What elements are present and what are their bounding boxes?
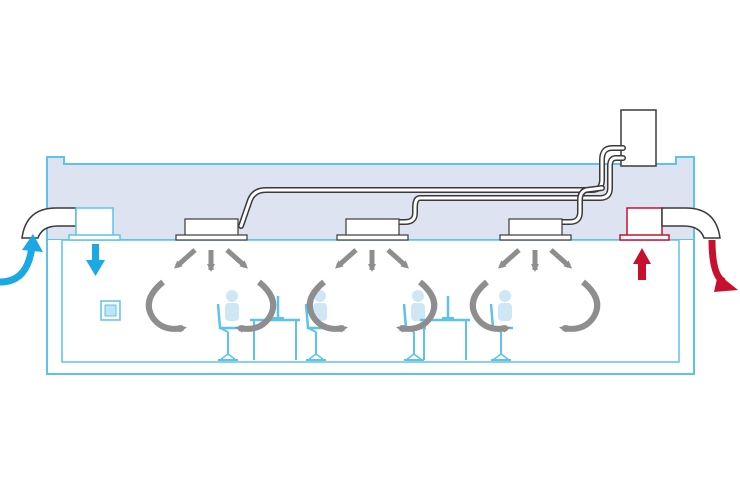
seated-person-icon: [498, 290, 512, 321]
circulation-arrow-icon: [235, 279, 277, 333]
exhaust-air-arrow-icon: [708, 239, 738, 292]
room-outline: [46, 240, 695, 375]
circulation-arrow-icon: [498, 248, 521, 269]
seated-person-icon: [225, 290, 239, 321]
exhaust-grille-icon: [619, 207, 670, 241]
circulation-arrow-icon: [145, 279, 187, 333]
circulation-arrow-icon: [396, 279, 438, 333]
seated-person-icon: [411, 290, 425, 321]
exhaust-duct: [661, 207, 721, 239]
circulation-arrow-icon: [469, 279, 511, 333]
office-chair-icon: [216, 303, 240, 361]
circulation-arrows: [145, 248, 601, 333]
ceiling-cassette-icon: [175, 218, 248, 241]
ceiling-cassette-icon: [499, 218, 572, 241]
fresh-air-arrow-icon: [86, 244, 105, 276]
circulation-arrow-icon: [306, 279, 348, 333]
ceiling-cassette-icon: [336, 218, 409, 241]
circulation-arrow-icon: [386, 248, 409, 269]
circulation-arrow-icon: [174, 248, 197, 269]
circulation-arrow-icon: [225, 248, 248, 269]
desk-icon: [250, 296, 300, 360]
outdoor-unit-icon: [620, 109, 657, 167]
fresh-air-arrow-icon: [0, 234, 43, 286]
supply-grille-icon: [68, 207, 121, 241]
circulation-arrow-icon: [549, 248, 572, 269]
exhaust-air-arrow-icon: [633, 248, 651, 280]
wall-controller-icon: [100, 300, 121, 321]
circulation-arrow-icon: [559, 279, 601, 333]
refrigerant-pipes: [238, 145, 626, 229]
circulation-arrow-icon: [335, 248, 358, 269]
office-chair-icon: [304, 303, 328, 361]
